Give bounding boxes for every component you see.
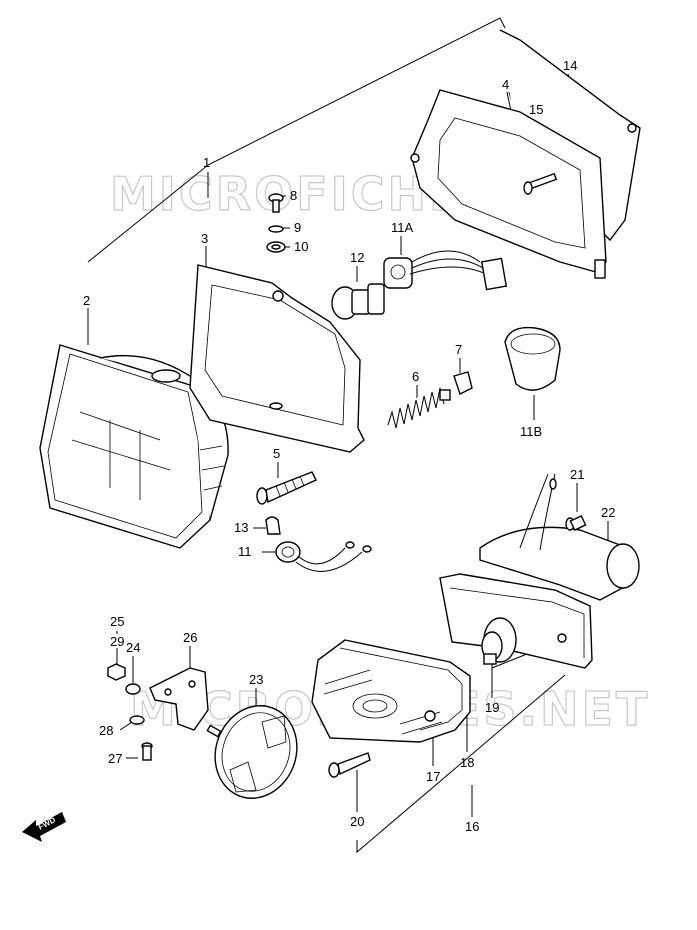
- pilot-socket: [275, 541, 372, 572]
- adjusting-screw-5: [256, 471, 317, 505]
- callout-18: 18: [460, 755, 474, 770]
- callout-8: 8: [290, 188, 297, 203]
- callout-25: 25: [110, 614, 124, 629]
- callout-26: 26: [183, 630, 197, 645]
- callout-11: 11: [238, 544, 252, 559]
- screw-21: [565, 515, 587, 531]
- callout-29: 29: [110, 634, 124, 649]
- bolt-27: [141, 742, 153, 761]
- turn-signal-housing: [439, 473, 640, 669]
- nut-7: [453, 371, 473, 395]
- callout-11b: 11B: [520, 424, 542, 439]
- callout-2: 2: [83, 293, 90, 308]
- callout-9: 9: [294, 220, 301, 235]
- reflector-bracket: [149, 667, 222, 738]
- screw-15: [523, 172, 558, 195]
- callout-27: 27: [108, 751, 122, 766]
- turn-signal-lens: [311, 639, 471, 743]
- callout-15: 15: [529, 102, 543, 117]
- turn-signal-bulb: [481, 631, 503, 665]
- callout-labels: 1 2 3 4 5 6 7 8 9 10 11 11A 11B 12 13 14…: [83, 58, 615, 834]
- callout-5: 5: [273, 446, 280, 461]
- callout-22: 22: [601, 505, 615, 520]
- fwd-arrow: FWD: [22, 812, 66, 842]
- nut-29: [107, 663, 126, 681]
- callout-3: 3: [201, 231, 208, 246]
- headlamp-bracket: [410, 29, 641, 279]
- washer-24: [125, 683, 141, 695]
- headlamp-bulb: [331, 283, 385, 320]
- bulb-socket-harness: [383, 250, 508, 291]
- callout-16: 16: [465, 819, 479, 834]
- callout-13: 13: [234, 520, 248, 535]
- callout-20: 20: [350, 814, 364, 829]
- callout-23: 23: [249, 672, 263, 687]
- callout-28: 28: [99, 723, 113, 738]
- pilot-bulb: [265, 516, 281, 535]
- callout-6: 6: [412, 369, 419, 384]
- callout-11a: 11A: [391, 220, 413, 235]
- washer-9: [268, 225, 284, 233]
- adjusting-spring: [387, 387, 451, 429]
- callout-14: 14: [563, 58, 577, 73]
- washer-10: [266, 241, 286, 253]
- callout-19: 19: [485, 700, 499, 715]
- callout-4: 4: [502, 77, 509, 92]
- washer-28: [129, 715, 145, 725]
- callout-10: 10: [294, 239, 308, 254]
- callout-17: 17: [426, 769, 440, 784]
- headlamp-rim: [189, 264, 365, 453]
- screw-8: [268, 193, 284, 213]
- callout-21: 21: [570, 467, 584, 482]
- callout-24: 24: [126, 640, 140, 655]
- rubber-cap: [504, 326, 561, 391]
- callout-7: 7: [455, 342, 462, 357]
- screw-20: [328, 752, 371, 778]
- callout-12: 12: [350, 250, 364, 265]
- reflector: [214, 705, 298, 799]
- callout-1: 1: [203, 155, 210, 170]
- headlamp-unit: [39, 344, 229, 549]
